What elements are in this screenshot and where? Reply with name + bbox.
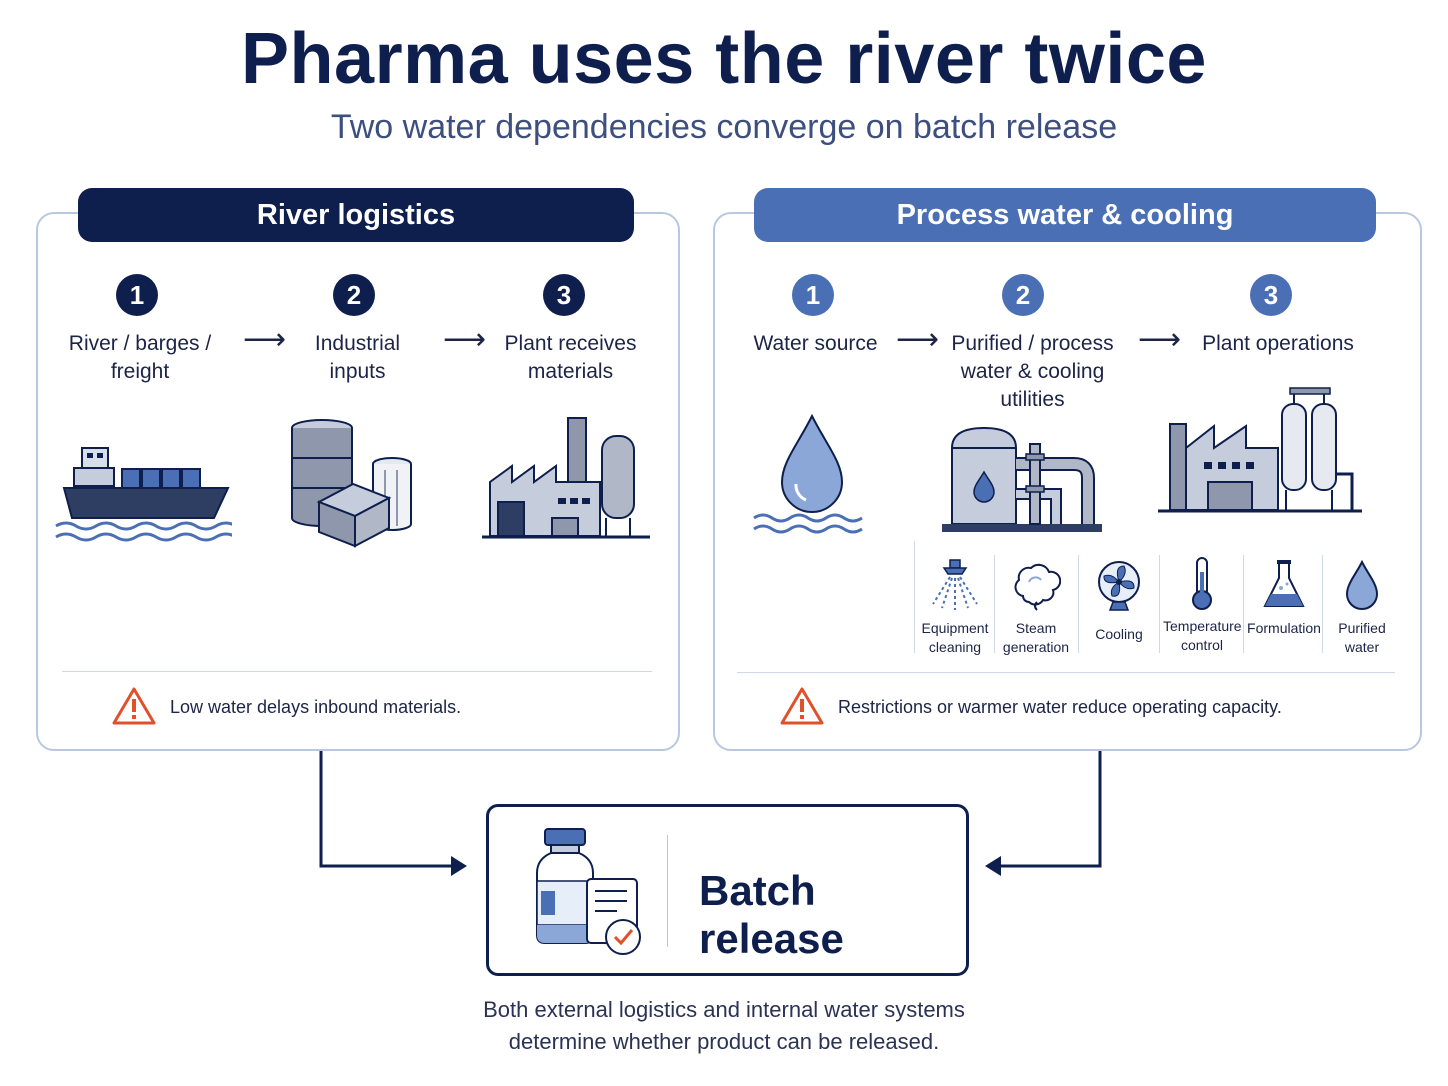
river-step-3-label: Plant receives materials — [504, 332, 637, 383]
spray-nozzle-icon — [932, 559, 978, 610]
use-steam-generation: Steam generation — [998, 558, 1074, 657]
drums-and-boxes-icon — [291, 419, 412, 548]
warning-icon — [780, 687, 824, 725]
river-logistics-title: River logistics — [256, 198, 456, 231]
use-steam-generation-label: Steam generation — [1002, 620, 1070, 655]
right-connector-arrowhead — [985, 856, 1001, 876]
page-title: Pharma uses the river twice — [241, 19, 1207, 99]
use-cooling: Cooling — [1081, 558, 1157, 644]
water-arrow-2-icon: ⟶ — [1138, 323, 1182, 356]
water-step-1-label: Water source — [753, 332, 878, 355]
use-purified-water: Purified water — [1324, 558, 1400, 657]
footer-line-2: determine whether product can be release… — [508, 1029, 940, 1054]
river-arrow-2-icon: ⟶ — [443, 323, 487, 356]
uses-left-border — [914, 541, 915, 653]
flask-icon — [1263, 560, 1305, 607]
water-arrow-1-icon: ⟶ — [896, 323, 940, 356]
left-connector-arrowhead — [451, 856, 467, 876]
uses-separator — [994, 555, 995, 653]
water-step-1-number: 1 — [792, 274, 834, 316]
river-arrow-1-icon: ⟶ — [243, 323, 287, 356]
water-step-3-number: 3 — [1250, 274, 1292, 316]
water-tank-pipes-icon — [942, 426, 1102, 532]
fan-icon — [1098, 561, 1140, 611]
batch-release-title: Batch release — [699, 867, 844, 962]
river-step-2-label: Industrial inputs — [314, 332, 401, 383]
use-temperature-control-label: Temperature control — [1163, 618, 1242, 653]
thermometer-icon — [1192, 557, 1212, 610]
river-step-1-label: River / barges / freight — [68, 332, 212, 383]
water-warning-text: Restrictions or warmer water reduce oper… — [838, 697, 1282, 717]
batch-release-box: Batch release — [486, 804, 969, 976]
right-connector-line — [998, 750, 1102, 868]
use-equipment-cleaning: Equipment cleaning — [917, 558, 993, 657]
uses-separator — [1159, 555, 1160, 653]
process-water-header: Process water & cooling — [754, 188, 1376, 242]
uses-separator — [1243, 555, 1244, 653]
use-temperature-control: Temperature control — [1163, 556, 1242, 655]
river-step-1-number: 1 — [116, 274, 158, 316]
water-step-3-label: Plant operations — [1202, 332, 1354, 355]
footer-caption: Both external logistics and internal wat… — [0, 994, 1448, 1058]
use-cooling-label: Cooling — [1095, 626, 1143, 642]
river-divider — [62, 671, 652, 672]
left-connector-line — [319, 750, 455, 868]
water-divider — [737, 672, 1395, 673]
footer-line-1: Both external logistics and internal wat… — [483, 997, 965, 1022]
water-step-2-number: 2 — [1002, 274, 1044, 316]
batch-release-divider — [667, 835, 668, 947]
water-step-2-label: Purified / process water & cooling utili… — [951, 332, 1114, 411]
river-step-2-number: 2 — [333, 274, 375, 316]
plant-operations-icon — [1158, 387, 1362, 513]
warning-icon — [112, 687, 156, 725]
use-purified-water-label: Purified water — [1338, 620, 1386, 655]
water-drop-icon — [753, 413, 863, 534]
uses-separator — [1078, 555, 1079, 653]
use-formulation-label: Formulation — [1247, 620, 1321, 636]
use-formulation: Formulation — [1246, 558, 1322, 638]
process-water-title: Process water & cooling — [896, 198, 1234, 231]
uses-separator — [1322, 555, 1323, 653]
page-subtitle: Two water dependencies converge on batch… — [330, 108, 1118, 146]
river-warning-text: Low water delays inbound materials. — [170, 697, 462, 717]
vial-and-checklist-icon — [536, 828, 641, 955]
river-step-3-number: 3 — [543, 274, 585, 316]
use-equipment-cleaning-label: Equipment cleaning — [921, 620, 989, 655]
factory-icon — [482, 417, 650, 539]
cargo-ship-icon — [55, 447, 232, 542]
river-logistics-header: River logistics — [78, 188, 634, 242]
water-drop-icon — [1345, 559, 1379, 610]
steam-cloud-icon — [1014, 563, 1062, 611]
